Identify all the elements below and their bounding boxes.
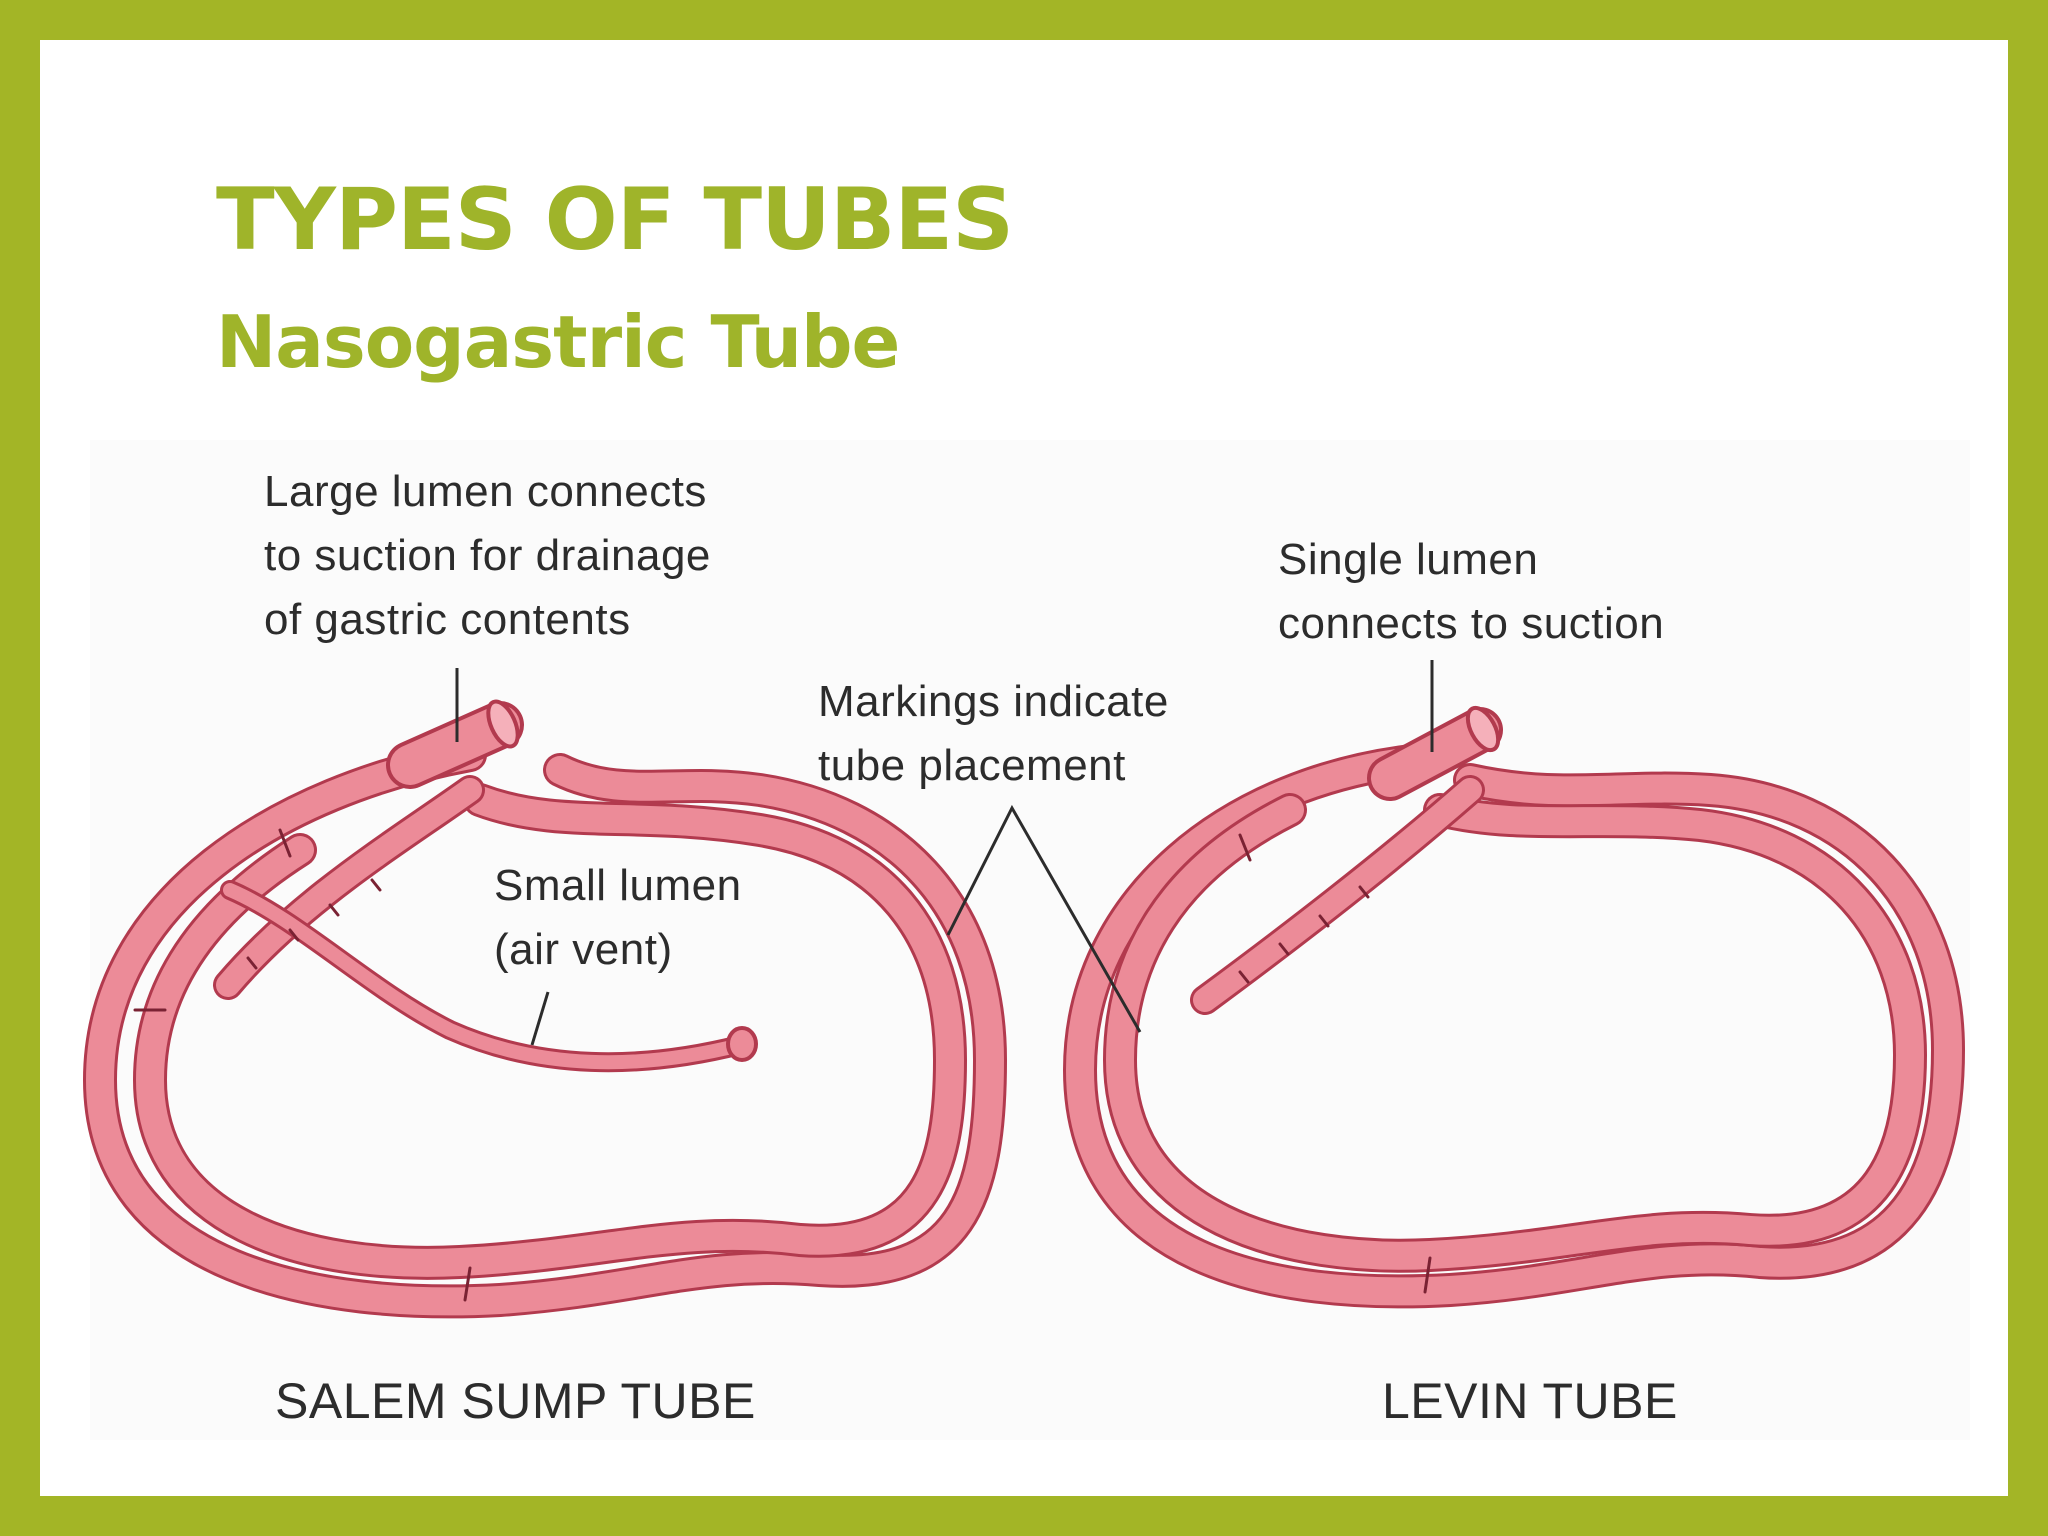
levin-connector (1367, 705, 1503, 801)
levin-tube (1063, 705, 1965, 1309)
caption-levin-tube: LEVIN TUBE (1382, 1373, 1678, 1429)
label-small-lumen: Small lumen (air vent) (494, 861, 742, 974)
slide-subtitle: Nasogastric Tube (216, 300, 900, 384)
leader-small-lumen (530, 991, 550, 1046)
leader-markings (946, 804, 1142, 1033)
air-vent-end (726, 1026, 758, 1062)
salem-connector (386, 699, 524, 789)
label-markings: Markings indicate tube placement (818, 677, 1169, 790)
slide-title: TYPES OF TUBES (216, 170, 1014, 270)
salem-sump-tube (83, 699, 1007, 1319)
label-single-lumen: Single lumen connects to suction (1278, 535, 1665, 648)
levin-markings (1238, 833, 1432, 1294)
label-large-lumen: Large lumen connects to suction for drai… (264, 467, 711, 644)
caption-salem-sump-tube: SALEM SUMP TUBE (275, 1373, 756, 1429)
leader-lines (455, 660, 1434, 1046)
salem-markings (133, 828, 472, 1302)
